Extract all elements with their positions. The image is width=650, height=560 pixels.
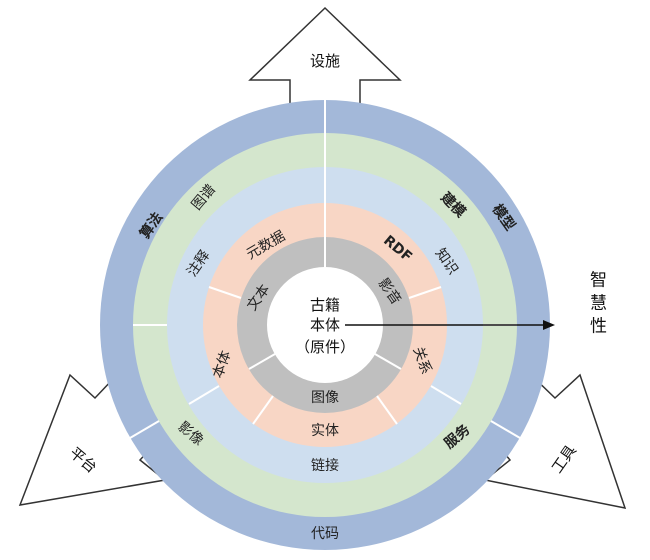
divider	[408, 286, 442, 299]
core-line3: （原件）	[295, 338, 355, 356]
divider	[129, 420, 160, 439]
label-top-arrow: 设施	[310, 52, 340, 70]
ring5-label-tuxiang: 图像	[311, 390, 339, 406]
rings	[100, 100, 550, 550]
ring3-label-lianjie: 链接	[311, 457, 339, 474]
dividers	[129, 100, 521, 439]
center-circle	[267, 267, 383, 383]
output-arrow	[345, 320, 555, 330]
ring1-label-daima: 代码	[311, 526, 339, 542]
core-line2: 本体	[310, 316, 340, 334]
divider	[188, 385, 220, 405]
divider	[208, 286, 242, 299]
divider	[430, 385, 462, 405]
divider	[248, 353, 276, 370]
label-output: 智慧性	[586, 270, 607, 339]
divider	[374, 353, 402, 370]
divider	[252, 395, 274, 425]
core-line1: 古籍	[310, 296, 340, 314]
divider	[376, 395, 398, 425]
ring4-label-shiti: 实体	[311, 423, 339, 439]
divider	[490, 420, 521, 439]
